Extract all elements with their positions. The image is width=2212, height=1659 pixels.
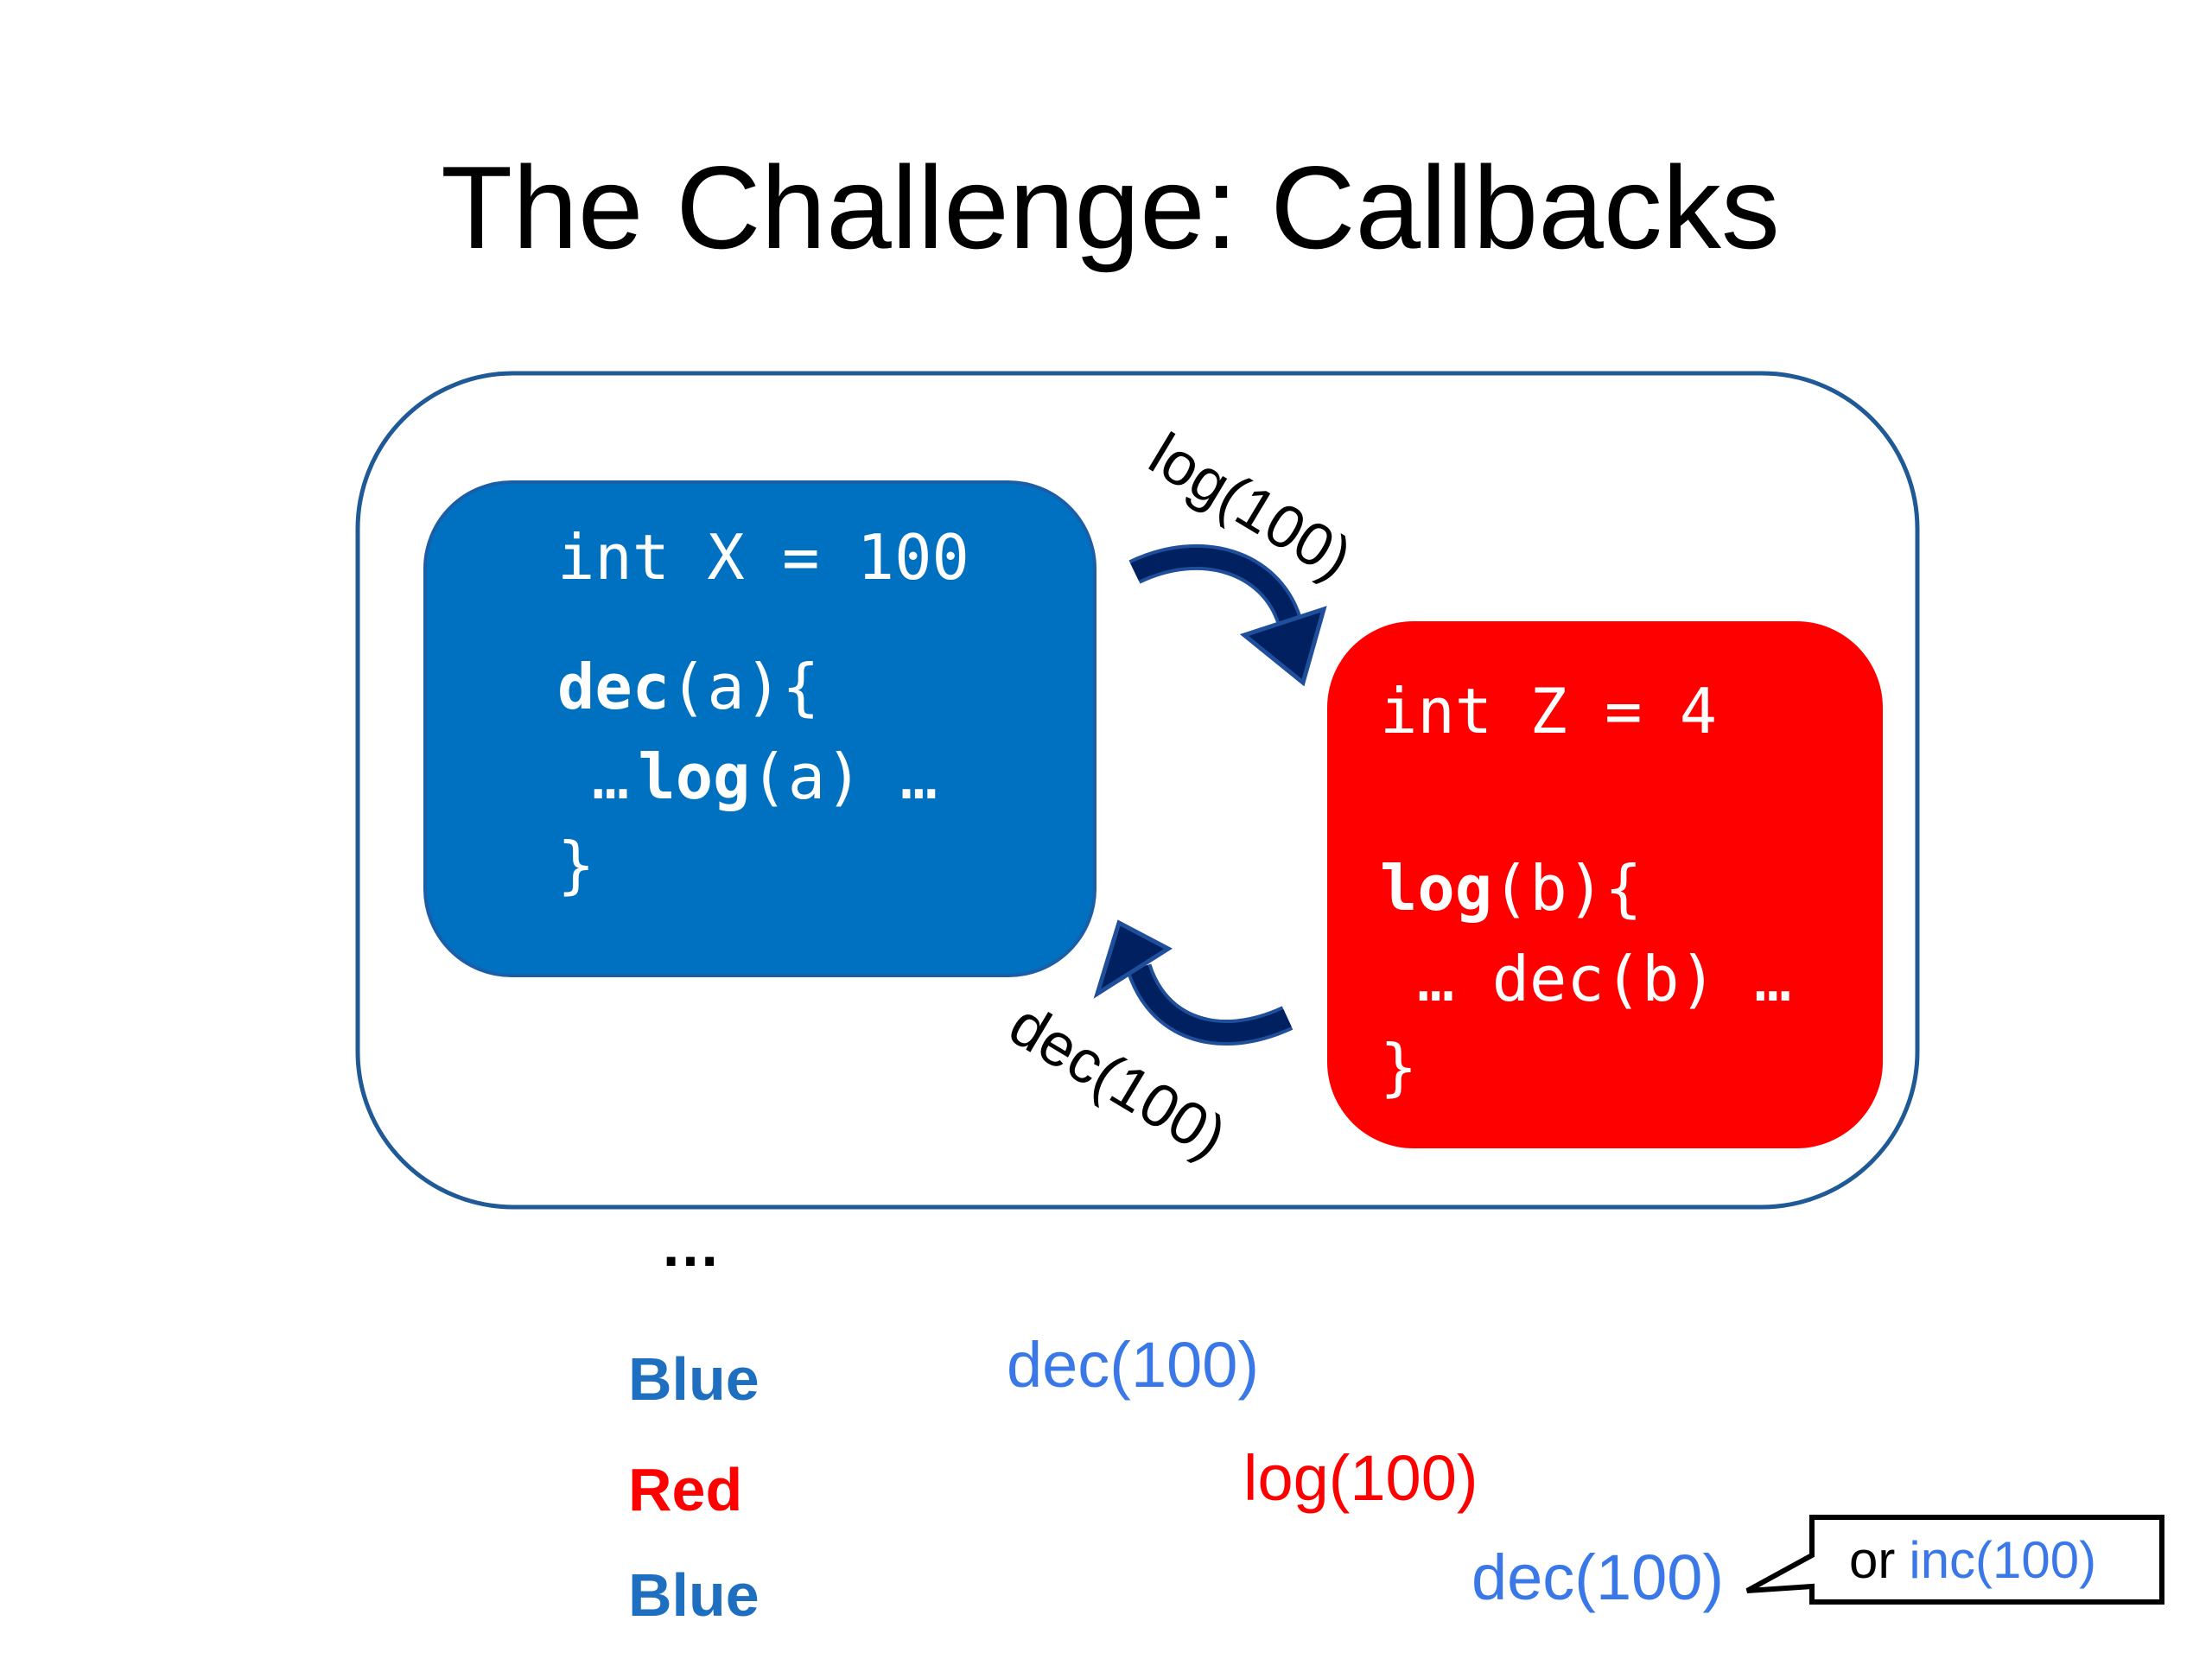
blue-component-box: [423, 480, 1096, 977]
sequence-label-blue-2: Blue: [628, 1561, 760, 1629]
blue-box-code: int X = 100 dec(a){ …log(a) … }: [557, 521, 969, 901]
sequence-label-blue-1: Blue: [628, 1345, 760, 1413]
blue-ellipsis-pre: …: [592, 741, 629, 813]
blue-code-line-3: …log(a) …: [592, 741, 938, 813]
slide-title: The Challenge: Callbacks: [441, 142, 1780, 273]
sequence-call-log: log(100): [1243, 1442, 1478, 1514]
blue-code-line-1: int X = 100: [557, 521, 969, 594]
blue-fn-dec-args: (a){: [670, 651, 819, 723]
sequence-ellipsis: …: [660, 1211, 721, 1279]
sequence-label-red: Red: [628, 1456, 742, 1523]
blue-fn-log-call: log: [638, 741, 750, 813]
callout-call: inc(100): [1909, 1531, 2096, 1589]
red-fn-log: log: [1380, 852, 1492, 925]
blue-fn-dec: dec: [557, 651, 670, 723]
red-box-code: int Z = 4 log(b){ … dec(b) … }: [1380, 675, 1791, 1103]
curved-arrow-dec-icon: [1093, 919, 1294, 1046]
curved-arrow-log-icon: [1128, 543, 1327, 687]
callout-prefix: or: [1849, 1531, 1895, 1589]
red-code-line-3: … dec(b) …: [1417, 943, 1791, 1015]
blue-fn-log-args: (a) …: [750, 741, 938, 813]
red-fn-log-args: (b){: [1492, 852, 1642, 925]
blue-code-line-2: dec(a){: [557, 651, 819, 723]
red-code-line-2: log(b){: [1380, 852, 1642, 925]
red-code-line-1: int Z = 4: [1380, 675, 1717, 747]
blue-code-line-4: }: [557, 829, 594, 901]
sequence-call-dec-2: dec(100): [1471, 1541, 1724, 1613]
red-code-line-4: }: [1380, 1031, 1417, 1103]
sequence-call-dec-1: dec(100): [1007, 1329, 1259, 1401]
red-component-box: [1327, 621, 1883, 1148]
